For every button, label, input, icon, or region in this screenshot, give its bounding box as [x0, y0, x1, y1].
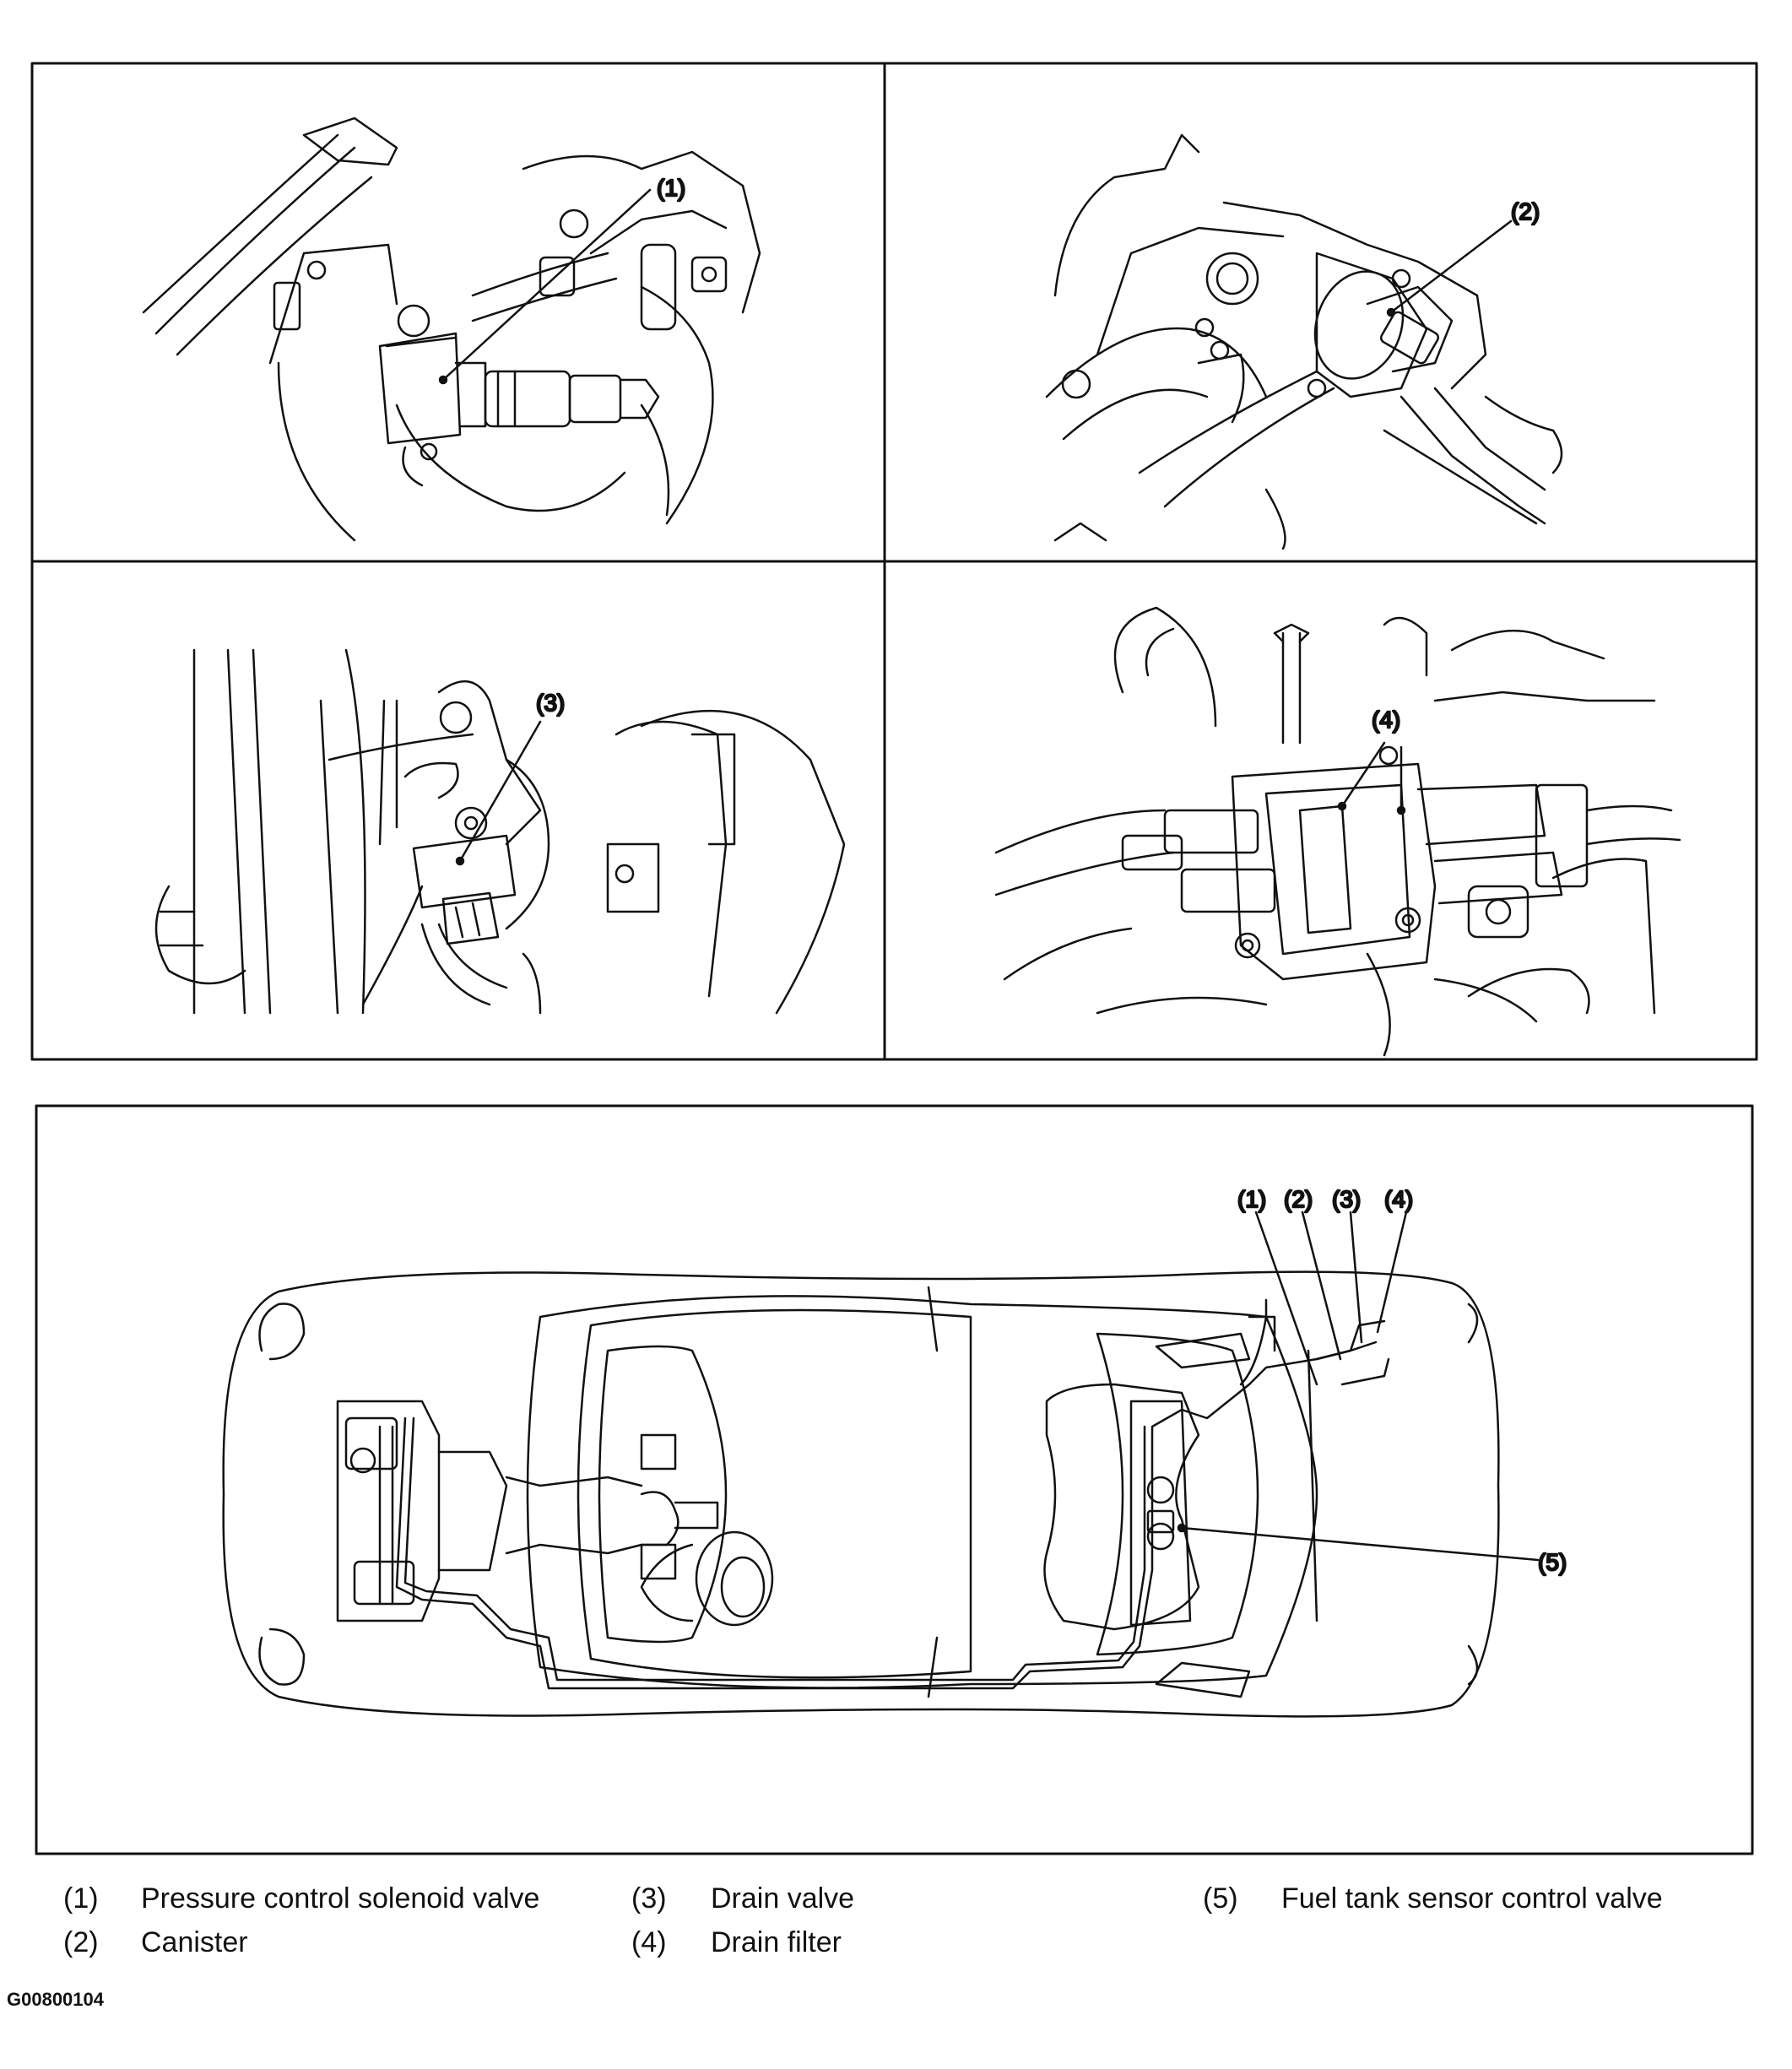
panel-solenoid-valve [142, 116, 761, 542]
legend-text: Canister [141, 1926, 248, 1958]
legend-number: (5) [1203, 1882, 1238, 1915]
legend-text: Drain valve [711, 1882, 855, 1915]
legend-number: (2) [63, 1926, 99, 1958]
panel-grid [30, 62, 1758, 1061]
callout-4: (4) [1372, 707, 1400, 733]
legend-text: Pressure control solenoid valve [141, 1882, 540, 1915]
overview-frame [35, 1104, 1754, 1855]
figure-code: G00800104 [7, 1989, 104, 2010]
legend-number: (3) [631, 1882, 667, 1915]
panel-drain-filter [994, 606, 1681, 1057]
legend-number: (4) [631, 1926, 667, 1958]
overview-callout-4: (4) [1384, 1186, 1413, 1212]
car-overview [222, 1211, 1540, 1718]
legend-text: Fuel tank sensor control valve [1281, 1882, 1663, 1915]
legend-number: (1) [63, 1882, 99, 1915]
overview-callout-5: (5) [1538, 1549, 1567, 1575]
legend-text: Drain filter [711, 1926, 842, 1958]
panel-drain-valve [154, 648, 846, 1015]
callout-2: (2) [1511, 198, 1540, 225]
overview-callout-3: (3) [1332, 1186, 1361, 1212]
panel-canister [1045, 133, 1563, 550]
callout-3: (3) [536, 690, 565, 716]
overview-callout-1: (1) [1237, 1186, 1266, 1212]
overview-callout-2: (2) [1284, 1186, 1313, 1212]
callout-1: (1) [657, 175, 685, 201]
